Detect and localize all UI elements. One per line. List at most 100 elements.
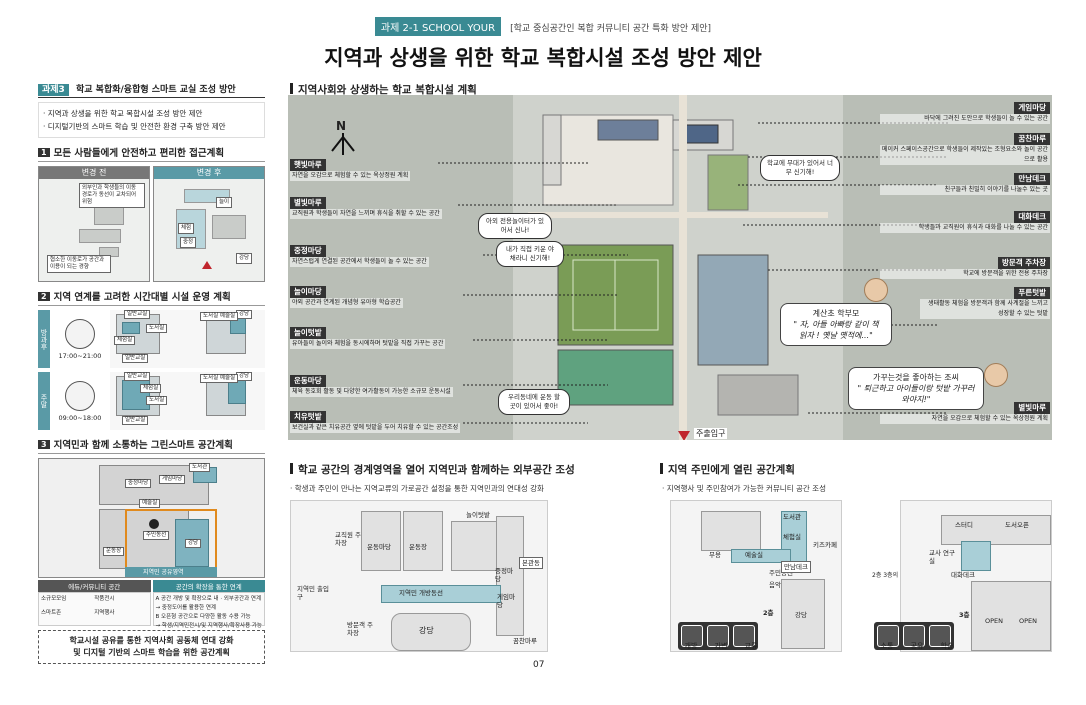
zone-desc: 유아들이 놀이와 체험을 동시에하며 텃밭을 직접 가꾸는 공간 bbox=[290, 339, 446, 349]
speech-bubble: 내가 직접 키운 야채라니 신기해! bbox=[496, 241, 564, 267]
plan-label: 지역민 공유영역 bbox=[143, 569, 184, 576]
shared-zone-band bbox=[125, 567, 217, 577]
section-title: 지역민과 함께 소통하는 그린스마트 공간계획 bbox=[53, 440, 233, 451]
zone-desc: 바닥에 그려진 도안으로 학생들이 놀 수 있는 공간 bbox=[880, 114, 1050, 124]
zone-name: 꿈찬마루 bbox=[1014, 133, 1050, 145]
resident-quote: 계산초 학부모 " 자, 아들 아빠랑 같이 책 읽자 ! 옛날 옛적에..." bbox=[780, 303, 892, 346]
legend-left-items: 소규모모임 작품전시 스마트존 지역행사 bbox=[38, 592, 151, 626]
speech-bubble: 우리동네에 운동 할 곳이 있어서 좋아! bbox=[498, 389, 570, 415]
open-path-block bbox=[381, 585, 501, 603]
building-block bbox=[941, 515, 1051, 545]
building-block bbox=[94, 207, 124, 225]
plan-label: 예술실 bbox=[745, 551, 763, 559]
boundary-section-title: 학교 공간의 경계영역을 열어 지역민과 함께하는 외부공간 조성 bbox=[290, 462, 575, 477]
resident-quote: 가꾸는것을 좋아하는 조씨 " 퇴근하고 아이들이랑 텃밭 가꾸러 와야지!" bbox=[848, 367, 984, 410]
open-room-block bbox=[175, 519, 209, 567]
zone-name: 게임마당 bbox=[1014, 102, 1050, 114]
map-before-label: 변경 전 bbox=[39, 167, 149, 179]
icon-label: 교류 bbox=[744, 642, 758, 650]
after-label: 늘이 bbox=[216, 197, 233, 208]
zone-label: 별빛마루 교직원과 학생들이 자연을 느끼며 휴식을 취할 수 있는 공간 bbox=[290, 197, 442, 219]
floor3-icon-labels: 소통 공유 학습 bbox=[874, 641, 960, 651]
zone-label: 방문객 주차장 학교에 방문객을 위한 전용 주차장 bbox=[880, 257, 1050, 279]
room-label: 일반교실 bbox=[122, 354, 149, 363]
room-label: 체험실 bbox=[114, 336, 136, 345]
schedule-plan: 일반교실 도서실 체험실 강당 도서실 예술실 일반교실 bbox=[110, 310, 265, 368]
zone-label: 치유텃밭 보건실과 같은 치유공간 옆에 텃밭을 두어 치유할 수 있는 공간조… bbox=[290, 411, 461, 433]
plan-label: 본관동 bbox=[519, 557, 543, 569]
summary-line: 및 디지털 기반의 스마트 학습을 위한 공간계획 bbox=[73, 648, 230, 657]
icon-label: 가변 bbox=[714, 642, 728, 650]
site-plan: N 햇빛마루 자연을 오감으로 체험할 수 있는 옥상정원 계획 별빛마루 교직… bbox=[288, 95, 1052, 440]
building-block bbox=[391, 613, 471, 651]
zone-label: 놀이마당 야외 공간과 연계된 개념형 유아형 학습공간 bbox=[290, 286, 403, 308]
plan-label: 게임마당 bbox=[497, 593, 515, 609]
north-arrow-icon: N bbox=[336, 119, 347, 133]
page-header: 과제 2-1 SCHOOL YOUR [학교 중심공간인 복합 커뮤니티 공간 … bbox=[0, 16, 1086, 72]
section-number: 1 bbox=[38, 147, 50, 157]
plan-label: 꿈찬마루 bbox=[513, 637, 537, 645]
section-title: 모든 사람들에게 안전하고 편리한 접근계획 bbox=[53, 148, 225, 159]
legend: 에듀/커뮤니티 공간 소규모모임 작품전시 스마트존 지역행사 공간의 확장을 … bbox=[38, 580, 265, 629]
room-label: 강당 bbox=[236, 310, 253, 319]
boundary-section-sub: · 학생과 주민이 만나는 지역교류의 가로공간 설정을 통한 지역민과의 연대… bbox=[290, 484, 544, 493]
zone-label: 놀이텃밭 유아들이 놀이와 체험을 동시에하며 텃밭을 직접 가꾸는 공간 bbox=[290, 327, 446, 349]
avatar bbox=[984, 363, 1008, 387]
open-room-block bbox=[731, 549, 791, 563]
zone-desc: 자연스럽게 연결된 공간에서 학생들이 놀 수 있는 공간 bbox=[290, 257, 429, 267]
room-label: 도서실 예술실 bbox=[200, 312, 239, 321]
room-label: 도서실 bbox=[146, 324, 168, 333]
after-label: 중정 bbox=[180, 237, 197, 248]
building-block bbox=[971, 581, 1051, 651]
plan-label: 지역민 개방동선 bbox=[399, 589, 443, 597]
page-title: 지역과 상생을 위한 학교 복합시설 조성 방안 제안 bbox=[324, 46, 762, 70]
project-tag: 과제 2-1 SCHOOL YOUR bbox=[374, 17, 502, 36]
section-title: 지역 연계를 고려한 시간대별 시설 운영 계획 bbox=[53, 292, 231, 303]
room-label: 일반교실 bbox=[122, 416, 149, 425]
quote-speaker: 계산초 학부모 bbox=[812, 309, 860, 318]
plan-label: 놀이텃밭 bbox=[466, 511, 490, 519]
room-label: 도서실 예술실 bbox=[200, 374, 239, 383]
legend-left: 에듀/커뮤니티 공간 소규모모임 작품전시 스마트존 지역행사 bbox=[38, 580, 151, 626]
section2-heading: 2 지역 연계를 고려한 시간대별 시설 운영 계획 bbox=[38, 289, 265, 306]
zone-label: 중정마당 자연스럽게 연결된 공간에서 학생들이 놀 수 있는 공간 bbox=[290, 245, 429, 267]
plan-label: 주민동선 bbox=[769, 569, 793, 577]
page-number: 07 bbox=[533, 660, 545, 670]
plan-label: 도서관 bbox=[783, 513, 801, 521]
shared-zone-outline bbox=[125, 509, 217, 573]
zone-name: 놀이마당 bbox=[290, 286, 326, 298]
entrance-marker-icon bbox=[202, 261, 212, 269]
legend-item: 지역행사 bbox=[94, 610, 115, 616]
schedule-time: 17:00~21:00 bbox=[58, 351, 102, 360]
section-number: 2 bbox=[38, 291, 50, 301]
zone-desc: 자연을 오감으로 체험할 수 있는 옥상정원 계획 bbox=[880, 414, 1050, 424]
quote-text: " 자, 아들 아빠랑 같이 책 읽자 ! 옛날 옛적에..." bbox=[793, 320, 879, 340]
zone-name: 만남데크 bbox=[1014, 173, 1050, 185]
building-block bbox=[451, 521, 499, 571]
before-note: 외부인과 학생들의 이동 경로가 동선이 교차되어 위험 bbox=[79, 183, 145, 208]
pedestrian-icon bbox=[149, 519, 159, 529]
summary-box: 학교시설 공유를 통한 지역사회 공동체 연대 강화 및 디지털 기반의 스마트… bbox=[38, 630, 265, 664]
zone-name: 푸른텃밭 bbox=[1014, 287, 1050, 299]
open-space-section-title: 지역 주민에게 열린 공간계획 bbox=[660, 462, 795, 477]
building-block bbox=[781, 579, 825, 649]
north-arrow-mark-icon bbox=[331, 133, 355, 155]
schedule-side-label: 방과후 bbox=[38, 310, 50, 368]
open-room-block bbox=[961, 541, 991, 571]
learning-icon bbox=[929, 625, 951, 647]
legend-right-title: 공간의 확장을 통한 연계 bbox=[152, 580, 265, 592]
speech-bubble: 학교에 무대가 있어서 너무 신기해! bbox=[760, 155, 840, 181]
zone-name: 운동마당 bbox=[290, 375, 326, 387]
plan-label: 운동장 bbox=[103, 547, 125, 556]
left-column: 과제3 학교 복합화/융합형 스마트 교실 조성 방안 · 지역과 상생을 위한… bbox=[38, 82, 265, 664]
legend-right: 공간의 확장을 통한 연계 A 공간 개방 및 확장으로 내 · 외부공간과 연… bbox=[152, 580, 265, 629]
icon-label: 학습 bbox=[940, 642, 954, 650]
clock: 17:00~21:00 bbox=[50, 310, 110, 368]
task3-bullets: · 지역과 상생을 위한 학교 복합시설 조성 방안 제안 · 디지털기반의 스… bbox=[38, 102, 265, 138]
floor2-icons bbox=[678, 622, 758, 650]
zone-label: 별빛마루 자연을 오감으로 체험할 수 있는 옥상정원 계획 bbox=[880, 402, 1050, 424]
plan-label: 강당 bbox=[795, 611, 807, 619]
building-block bbox=[403, 511, 443, 571]
section3-heading: 3 지역민과 함께 소통하는 그린스마트 공간계획 bbox=[38, 437, 265, 454]
zone-desc: 보건실과 같은 치유공간 옆에 텃밭을 두어 치유할 수 있는 공간조성 bbox=[290, 423, 461, 433]
